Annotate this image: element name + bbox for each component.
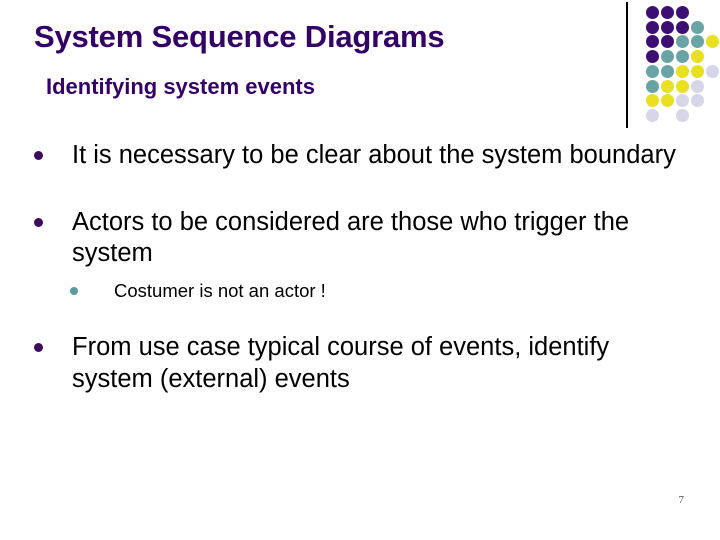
- decoration-dot: [661, 64, 674, 78]
- decoration-dot: [691, 64, 704, 78]
- decoration-dot: [706, 35, 719, 49]
- bullet-item-3: From use case typical course of events, …: [34, 332, 694, 394]
- decoration-dot: [646, 94, 659, 108]
- slide-title: System Sequence Diagrams: [34, 19, 445, 54]
- decoration-dot: [646, 79, 659, 93]
- decoration-dot: [661, 20, 674, 34]
- bullet-item-1-text: It is necessary to be clear about the sy…: [72, 141, 676, 169]
- decoration-dot: [661, 79, 674, 93]
- decoration-dot: [676, 108, 689, 122]
- decoration-dot: [661, 6, 674, 19]
- decoration-dot: [691, 94, 704, 108]
- bullet-item-1: It is necessary to be clear about the sy…: [34, 140, 694, 171]
- decoration-dot: [691, 79, 704, 93]
- decoration-dot: [691, 35, 704, 49]
- decoration-dot: [676, 79, 689, 93]
- bullet-spacer: [34, 302, 694, 326]
- bullet-item-3-text: From use case typical course of events, …: [72, 333, 610, 393]
- decoration-dot: [646, 20, 659, 34]
- slide-body: It is necessary to be clear about the sy…: [34, 134, 694, 395]
- decoration-dot: [646, 35, 659, 49]
- disc-bullet-purple-icon: [34, 140, 72, 160]
- decoration-dot: [676, 64, 689, 78]
- decoration-dot: [676, 20, 689, 34]
- decoration-dot: [676, 35, 689, 49]
- decoration-dot: [661, 94, 674, 108]
- bullet-spacer: [34, 171, 694, 201]
- page-number: 7: [678, 494, 685, 506]
- decoration-dot: [676, 94, 689, 108]
- slide-subtitle: Identifying system events: [46, 74, 315, 99]
- disc-bullet-purple-icon: [34, 207, 72, 228]
- decoration-dot: [646, 50, 659, 64]
- network-dot-grid-decoration: [646, 6, 720, 130]
- bullet-item-2-sub-1-text: Costumer is not an actor !: [114, 280, 326, 302]
- decoration-dot: [676, 6, 689, 19]
- decoration-dot: [661, 50, 674, 64]
- decoration-dot: [661, 35, 674, 49]
- decoration-dot: [646, 108, 659, 122]
- disc-bullet-purple-icon: [34, 332, 72, 353]
- decoration-dot: [691, 50, 704, 64]
- bullet-item-2-text: Actors to be considered are those who tr…: [72, 208, 630, 268]
- decoration-dot: [691, 20, 704, 34]
- decoration-dot: [646, 6, 659, 19]
- decoration-dot: [646, 64, 659, 78]
- header-divider-line: [626, 2, 628, 128]
- disc-bullet-teal-icon: [70, 279, 114, 296]
- bullet-item-2: Actors to be considered are those who tr…: [34, 207, 694, 269]
- decoration-dot: [676, 50, 689, 64]
- bullet-item-2-sub-1: Costumer is not an actor !: [70, 279, 694, 302]
- decoration-dot: [706, 64, 719, 78]
